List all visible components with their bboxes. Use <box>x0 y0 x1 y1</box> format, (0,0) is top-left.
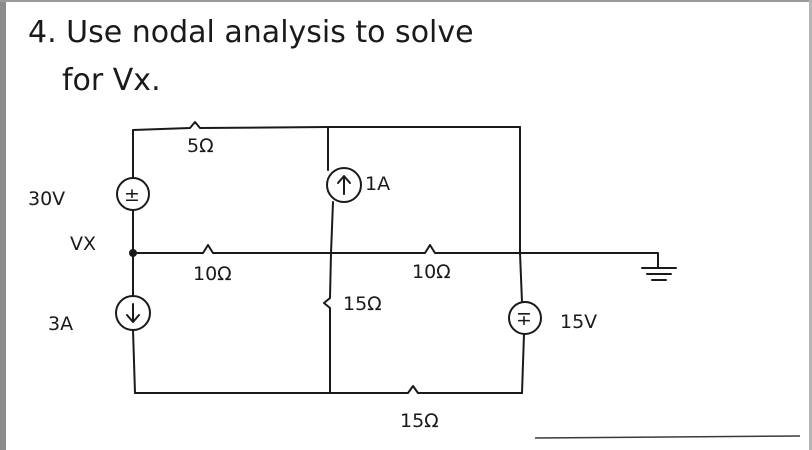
wire-left-bottom <box>132 329 136 394</box>
wire-middle <box>132 244 659 269</box>
label-resistor-15-ohm-center: 15Ω <box>343 293 382 315</box>
label-resistor-10-ohm-right: 10Ω <box>412 261 451 283</box>
wire-center-upper <box>330 201 334 254</box>
label-resistor-5-ohm: 5Ω <box>187 135 214 157</box>
problem-text-line1: 4. Use nodal analysis to solve <box>28 15 474 50</box>
window-frame-left <box>0 0 6 450</box>
wire-bottom <box>134 385 523 394</box>
current-source-3a-arrow <box>126 303 140 323</box>
label-current-3a: 3A <box>48 313 73 335</box>
bottom-rule <box>534 435 801 439</box>
wire-right-bottom <box>521 333 525 394</box>
wire-center-lower <box>323 252 332 394</box>
ground-icon <box>641 267 677 281</box>
label-current-1a: 1A <box>365 173 390 195</box>
current-source-1a-arrow <box>337 175 351 195</box>
label-voltage-30v: 30V <box>28 188 65 210</box>
voltage-source-30v-symbol: ± <box>124 184 140 206</box>
voltage-source-15v-symbol: ∓ <box>516 308 532 330</box>
window-frame-right <box>809 0 812 450</box>
label-voltage-15v: 15V <box>560 311 597 333</box>
current-source-1a <box>326 167 362 203</box>
label-node-vx: VX <box>70 233 96 255</box>
wire-top <box>132 121 521 131</box>
problem-text-line2: for Vx. <box>62 63 161 98</box>
label-resistor-10-ohm-left: 10Ω <box>193 263 232 285</box>
label-resistor-15-ohm-bottom: 15Ω <box>400 410 439 432</box>
wire-right-mid <box>519 252 523 303</box>
window-frame-top <box>0 0 812 2</box>
